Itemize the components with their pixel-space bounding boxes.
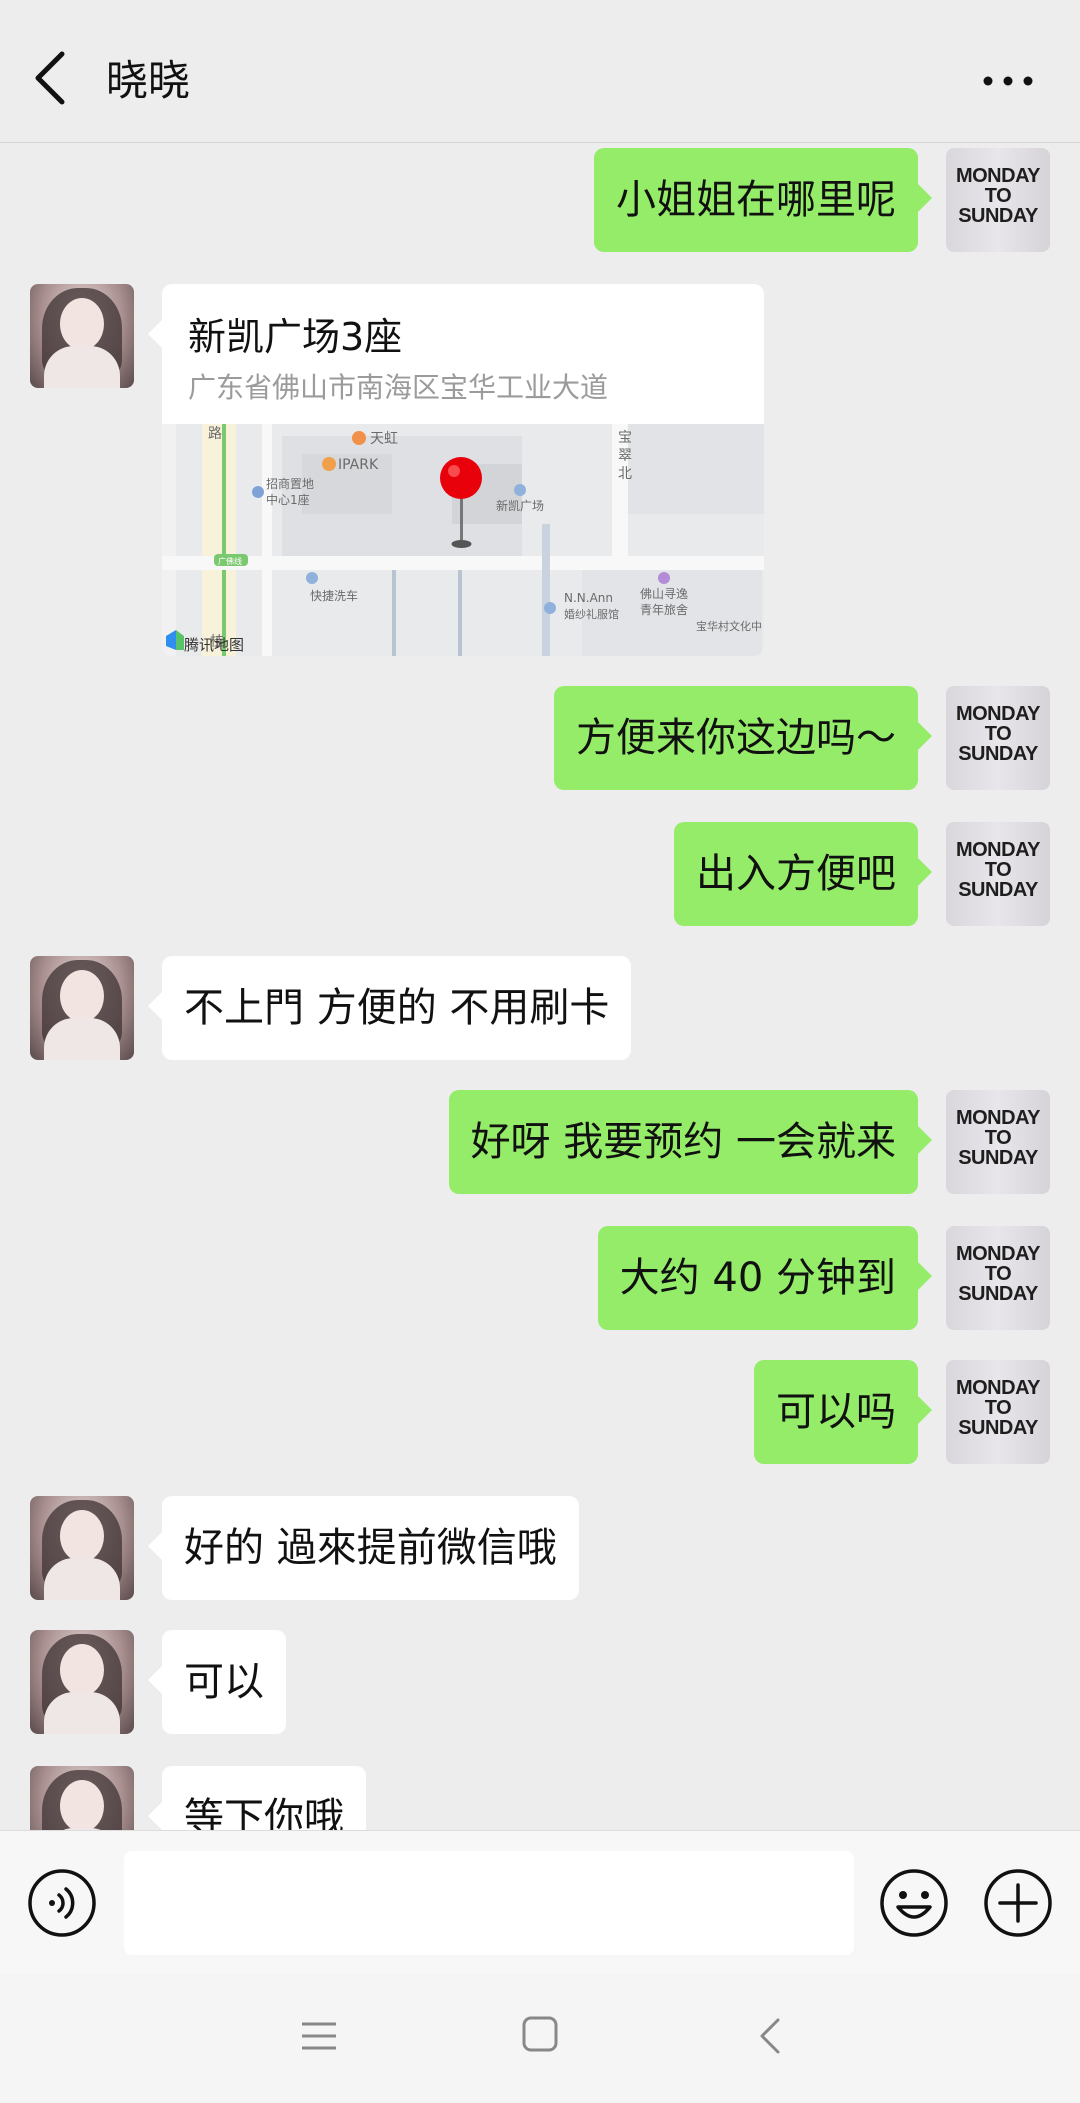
contact-avatar[interactable] xyxy=(30,1496,134,1600)
plus-icon[interactable] xyxy=(982,1867,1054,1939)
outgoing-message[interactable]: 可以吗 xyxy=(754,1360,932,1464)
menu-icon[interactable] xyxy=(300,2016,338,2056)
location-pin-base xyxy=(451,540,472,548)
location-pin-stem xyxy=(460,484,463,542)
home-square-icon[interactable] xyxy=(520,2012,560,2056)
chat-input-bar xyxy=(0,1830,1080,1974)
contact-avatar[interactable] xyxy=(30,284,134,388)
incoming-message[interactable]: 好的 過來提前微信哦 xyxy=(148,1496,579,1600)
map-label: 宝 xyxy=(618,430,632,446)
map-provider-label: 腾讯地图 xyxy=(184,636,244,654)
contact-avatar[interactable] xyxy=(30,1630,134,1734)
voice-icon[interactable] xyxy=(26,1867,98,1939)
contact-avatar[interactable] xyxy=(30,956,134,1060)
incoming-message[interactable]: 等下你哦 xyxy=(148,1766,366,1830)
map-label: 佛山寻逸 xyxy=(640,587,688,601)
outgoing-message[interactable]: 出入方便吧 xyxy=(674,822,932,926)
location-name: 新凯广场3座 xyxy=(188,315,403,359)
map-label: N.N.Ann xyxy=(564,591,613,605)
emoji-icon[interactable] xyxy=(878,1867,950,1939)
map-label: IPARK xyxy=(338,457,379,473)
location-message-card[interactable]: 新凯广场3座 广东省佛山市南海区宝华工业大道 天虹 IPARK xyxy=(162,284,764,656)
map-label: 新凯广场 xyxy=(496,498,544,513)
map-label: 路 xyxy=(208,426,222,442)
chat-header: 晓晓 xyxy=(0,0,1080,143)
outgoing-message[interactable]: 小姐姐在哪里呢 xyxy=(594,148,932,252)
location-address: 广东省佛山市南海区宝华工业大道 xyxy=(188,371,609,404)
location-pin-icon xyxy=(440,457,482,499)
chat-title: 晓晓 xyxy=(106,56,191,105)
outgoing-message[interactable]: 大约 40 分钟到 xyxy=(597,1226,933,1330)
map-label: 天虹 xyxy=(370,431,398,447)
incoming-message[interactable]: 不上門 方便的 不用刷卡 xyxy=(147,956,632,1060)
back-triangle-icon[interactable] xyxy=(754,2014,784,2058)
map-label: 婚纱礼服馆 xyxy=(564,607,619,621)
map-label: 快捷洗车 xyxy=(310,588,358,603)
map-label: 宝华村文化中 xyxy=(696,619,762,633)
location-map-preview[interactable]: 天虹 IPARK 招商置地 中心1座 新凯广场 宝 翠 北 路 快捷洗车 N.N… xyxy=(162,424,764,656)
map-label: 北 xyxy=(618,466,632,482)
system-navigation-bar xyxy=(0,1974,1080,2103)
location-card-arrow xyxy=(148,320,162,348)
incoming-message[interactable]: 可以 xyxy=(148,1630,286,1734)
more-horizontal-icon[interactable] xyxy=(980,60,1036,102)
map-label: 青年旅舍 xyxy=(640,602,688,617)
map-label: 桂 xyxy=(210,634,224,650)
map-label: 广佛线 xyxy=(218,556,242,566)
message-input[interactable] xyxy=(124,1851,854,1955)
map-label: 翠 xyxy=(618,448,632,464)
map-label: 招商置地 xyxy=(266,476,314,491)
outgoing-message[interactable]: 好呀 我要预约 一会就来 xyxy=(448,1090,933,1194)
tencent-map-logo: 腾讯地图 xyxy=(166,630,244,654)
outgoing-message[interactable]: 方便来你这边吗～ xyxy=(554,686,932,790)
contact-avatar[interactable] xyxy=(30,1766,134,1830)
chevron-left-icon[interactable] xyxy=(26,46,78,110)
map-label: 中心1座 xyxy=(266,492,310,507)
